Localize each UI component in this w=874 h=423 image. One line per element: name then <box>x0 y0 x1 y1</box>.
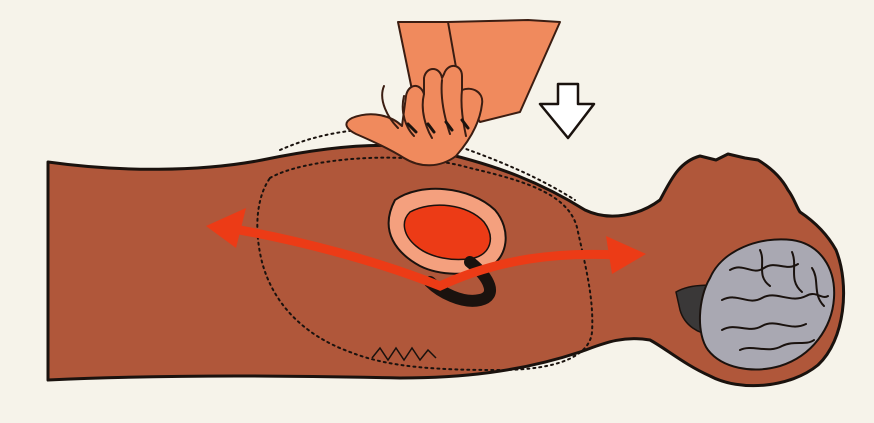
cpr-diagram <box>0 0 874 423</box>
cpr-illustration <box>0 0 874 423</box>
